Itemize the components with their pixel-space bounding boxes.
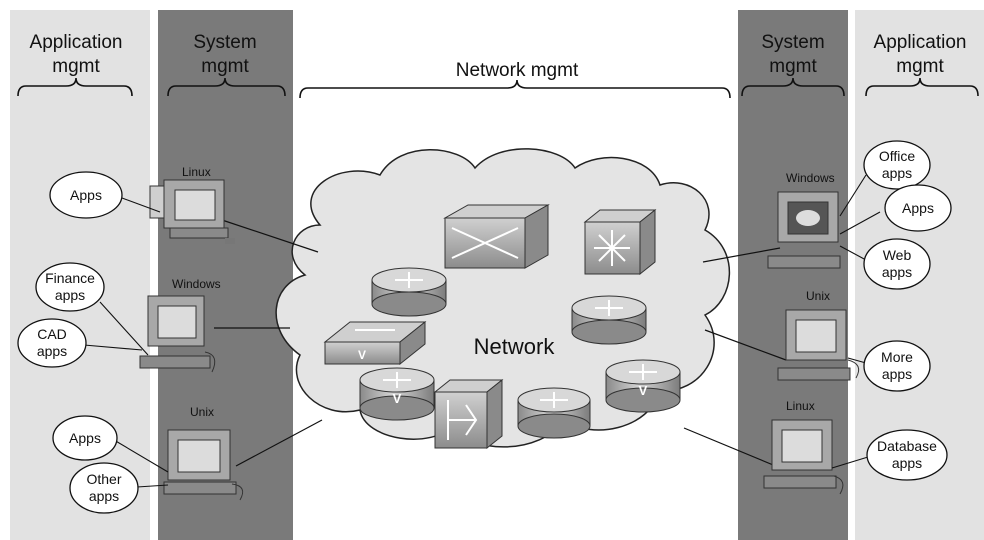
bubble-r-apps-text: Apps bbox=[902, 200, 934, 216]
bubble-r-web-text1: Web bbox=[883, 247, 912, 263]
bubble-l-other-text1: Other bbox=[86, 471, 121, 487]
bubble-r-more-text1: More bbox=[881, 349, 913, 365]
right-windows-label: Windows bbox=[786, 171, 835, 185]
right-windows-computer bbox=[767, 191, 841, 269]
bubble-l-finance bbox=[35, 262, 105, 312]
switch-top bbox=[443, 204, 550, 269]
bubble-r-web-text2: apps bbox=[882, 264, 912, 280]
router-v-mark: V bbox=[639, 383, 648, 398]
bubble-r-web bbox=[863, 238, 931, 290]
right-sys-brace bbox=[741, 77, 845, 97]
connector-r-apps bbox=[839, 211, 881, 235]
connector-r-db bbox=[831, 456, 869, 469]
bubble-l-finance-text2: apps bbox=[55, 287, 85, 303]
left-windows-computer bbox=[139, 295, 216, 373]
right-app-header-line1: Application bbox=[874, 32, 967, 53]
network-header: Network mgmt bbox=[456, 60, 579, 81]
left-app-brace bbox=[17, 77, 133, 97]
bubble-l-cad bbox=[17, 318, 87, 368]
bubble-r-office-text1: Office bbox=[879, 148, 916, 164]
bubble-l-apps2-text: Apps bbox=[69, 430, 101, 446]
connector-l-cad bbox=[83, 344, 143, 351]
right-linux-computer bbox=[763, 419, 844, 495]
left-windows-label: Windows bbox=[172, 277, 221, 291]
link-right-windows bbox=[702, 247, 781, 263]
bubble-l-other bbox=[69, 462, 139, 514]
link-right-linux bbox=[683, 427, 779, 468]
bubble-r-more-text2: apps bbox=[882, 366, 912, 382]
bubble-r-db-text1: Database bbox=[877, 438, 937, 454]
bubble-l-apps1-text: Apps bbox=[70, 187, 102, 203]
router-v-mark: V bbox=[393, 391, 402, 406]
switch-v: V bbox=[323, 320, 427, 366]
left-app-header-line2: mgmt bbox=[52, 56, 100, 77]
connector-l-apps2 bbox=[113, 439, 169, 473]
bubble-r-office-text2: apps bbox=[882, 165, 912, 181]
left-linux-label: Linux bbox=[182, 165, 211, 179]
bubble-r-db-text2: apps bbox=[892, 455, 922, 471]
bubble-l-apps2 bbox=[52, 415, 118, 461]
bubble-l-apps1 bbox=[49, 171, 123, 219]
right-unix-computer bbox=[777, 309, 860, 381]
router-v-left: V bbox=[359, 367, 435, 421]
link-left-linux bbox=[221, 219, 319, 253]
bubble-l-cad-text1: CAD bbox=[37, 326, 67, 342]
bubble-l-finance-text1: Finance bbox=[45, 270, 95, 286]
right-unix-label: Unix bbox=[806, 289, 830, 303]
left-sys-header-line1: System bbox=[193, 32, 256, 53]
connector-r-web bbox=[839, 245, 867, 261]
bubble-r-office bbox=[863, 140, 931, 190]
bubble-r-apps bbox=[884, 184, 952, 232]
router-1 bbox=[371, 267, 447, 317]
left-unix-computer bbox=[163, 429, 244, 501]
connector-r-more bbox=[847, 357, 867, 364]
router-2 bbox=[571, 295, 647, 345]
connector-l-finance bbox=[99, 301, 149, 356]
connector-l-apps1 bbox=[121, 197, 161, 213]
bubble-l-other-text2: apps bbox=[89, 488, 119, 504]
bubble-l-cad-text2: apps bbox=[37, 343, 67, 359]
right-app-header-line2: mgmt bbox=[896, 56, 944, 77]
network-brace bbox=[299, 79, 731, 99]
left-sys-brace bbox=[167, 77, 286, 97]
cloud-label: Network bbox=[474, 334, 556, 359]
connector-l-other bbox=[136, 484, 169, 488]
left-app-header-line1: Application bbox=[30, 32, 123, 53]
left-sys-header-line2: mgmt bbox=[201, 56, 249, 77]
right-sys-header-line2: mgmt bbox=[769, 56, 817, 77]
link-right-unix bbox=[704, 329, 787, 361]
router-bottom bbox=[517, 387, 591, 439]
bubble-r-more bbox=[863, 340, 931, 392]
multilayer-switch bbox=[583, 208, 657, 276]
connector-r-office bbox=[839, 174, 867, 217]
bubble-r-db bbox=[866, 429, 948, 481]
link-left-unix bbox=[235, 419, 323, 467]
right-sys-header-line1: System bbox=[761, 32, 824, 53]
right-app-brace bbox=[865, 77, 979, 97]
switch-v-mark: V bbox=[358, 348, 366, 362]
router-v-right: V bbox=[605, 359, 681, 413]
left-unix-label: Unix bbox=[190, 405, 214, 419]
left-linux-computer bbox=[149, 179, 235, 244]
atm-switch bbox=[433, 378, 504, 450]
right-linux-label: Linux bbox=[786, 399, 815, 413]
